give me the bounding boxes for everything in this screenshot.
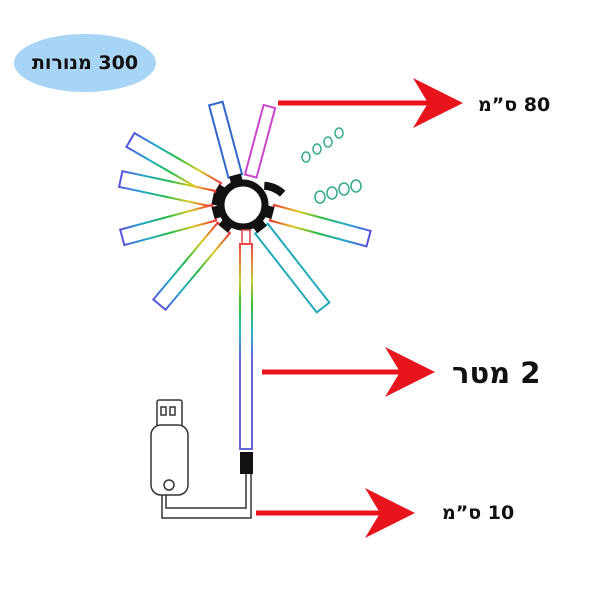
usb-plug [150,399,189,496]
label-2m: 2 מטר [452,356,541,390]
wire [161,474,252,519]
label-10cm: 10 ס”מ [442,502,515,524]
lamp-count-badge: 300 מנורות [14,34,156,92]
led-strip-cable [239,229,253,474]
firework-rays [117,100,372,314]
lamp-count-text: 300 מנורות [31,52,139,74]
label-80cm: 80 ס”מ [478,94,551,116]
center-hub [217,179,269,231]
